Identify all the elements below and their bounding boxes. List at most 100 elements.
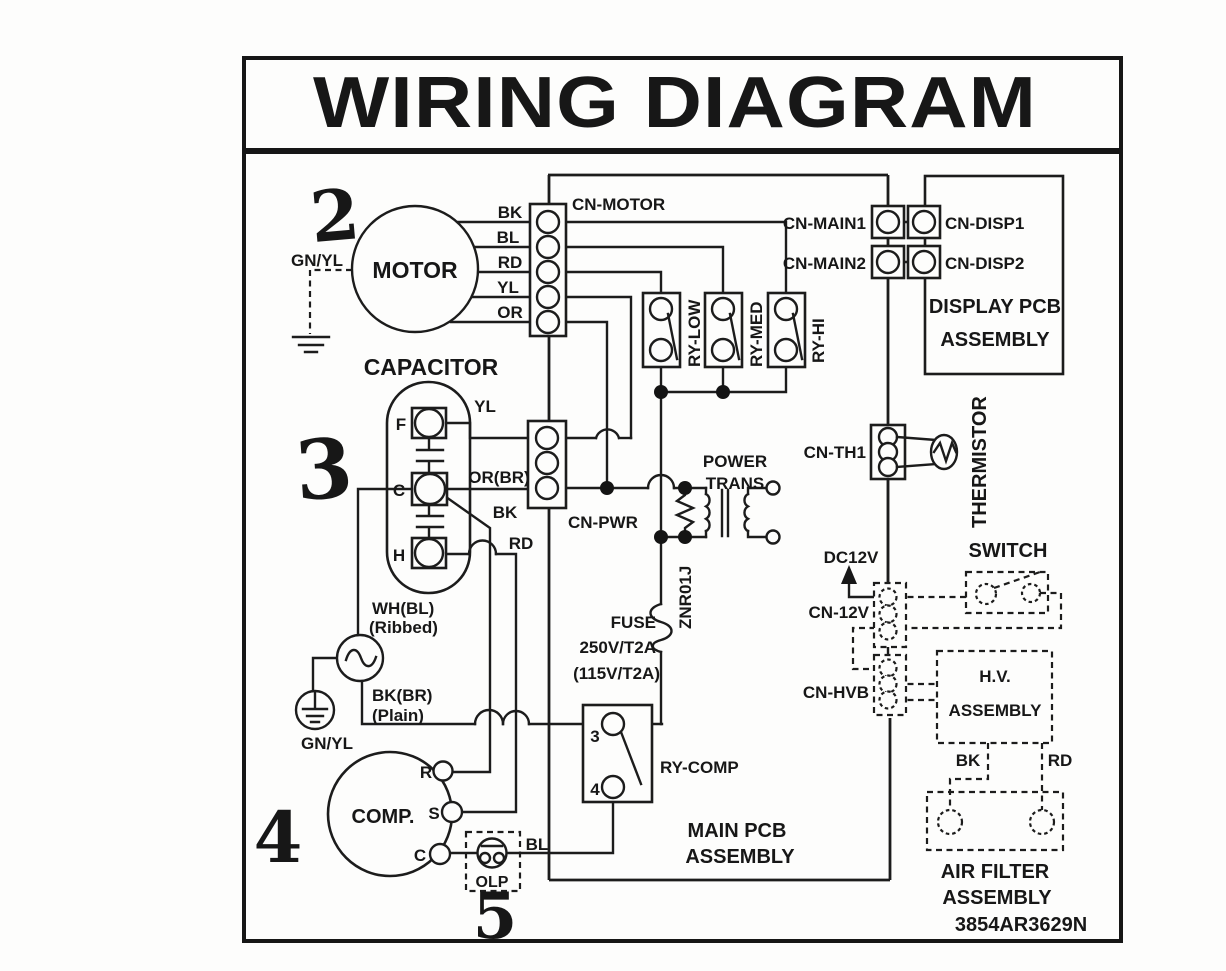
label-wire-rd: RD [498,253,523,272]
label-part-number: 3854AR3629N [955,914,1087,936]
label-cap-f: F [396,415,406,434]
switch-symbol [964,570,1050,615]
olp [464,830,522,893]
relay-ry-low [641,291,682,369]
power-transformer [703,480,781,545]
motor [291,204,480,354]
label-ry-comp: RY-COMP [660,758,739,777]
power-cord [294,633,385,731]
cn-main2-connector [870,244,906,280]
wires-dashed [308,268,1063,810]
label-cn-disp2: CN-DISP2 [945,254,1024,273]
label-trans: TRANS [706,474,765,493]
fuse-symbol [649,602,673,654]
motor-ground-icon [291,335,331,354]
label-cn-12v: CN-12V [809,603,870,622]
dc12v-arrow-icon [841,565,857,584]
label-olp: OLP [476,874,509,891]
motor-circle [350,204,480,334]
label-comp: COMP. [352,806,415,828]
label-rycomp-3: 3 [590,727,599,746]
page-title: WIRING DIAGRAM [313,63,1037,143]
label-power: POWER [703,452,767,471]
cn-hvb-connector [872,653,908,717]
cn-12v-connector [872,581,908,649]
label-capacitor: CAPACITOR [364,354,499,380]
label-switch: SWITCH [969,540,1048,562]
outer-frame [242,56,1123,943]
label-plain: (Plain) [372,706,424,725]
label-motor: MOTOR [372,257,458,283]
label-air-filter-2: ASSEMBLY [942,887,1052,909]
label-wire-bk2: BK [493,503,518,522]
label-hv-1: H.V. [979,667,1011,686]
label-wire-bl2: BL [526,835,549,854]
label-cn-disp1: CN-DISP1 [945,214,1024,233]
label-wire-yl: YL [497,278,519,297]
cn-main1-connector [870,204,906,240]
label-znr: ZNR01J [676,566,695,629]
label-ribbed: (Ribbed) [369,618,438,637]
handwritten-2: 2 [307,172,363,259]
label-cn-motor: CN-MOTOR [572,195,665,214]
label-rycomp-4: 4 [590,780,600,799]
label-cn-th1: CN-TH1 [804,443,866,462]
label-air-filter-1: AIR FILTER [941,861,1050,883]
label-wire-bk3: BK [956,751,981,770]
label-cn-pwr: CN-PWR [568,513,638,532]
label-fuse-rating2: (115V/T2A) [573,664,660,683]
label-whbl: WH(BL) [372,599,434,618]
label-comp-r: R [420,763,432,782]
label-comp-c: C [414,846,426,865]
label-wire-or: OR [497,303,523,322]
varistor-znr [674,486,696,539]
label-ry-med: RY-MED [747,302,766,368]
compressor-terminal-r [432,760,454,782]
label-gnyl-motor: GN/YL [291,251,343,270]
relay-ry-hi [766,291,807,369]
label-fuse-rating: 250V/T2A [579,638,656,657]
label-display-pcb-2: ASSEMBLY [940,329,1050,351]
label-comp-s: S [428,804,439,823]
label-hv-2: ASSEMBLY [949,701,1043,720]
junction-dots [600,385,730,544]
cn-disp1-connector [906,204,942,240]
label-display-pcb-1: DISPLAY PCB [929,296,1061,318]
label-wire-rd2: RD [509,534,534,553]
label-fuse: FUSE [611,613,656,632]
relay-ry-comp [581,703,654,804]
label-cap-h: H [393,546,405,565]
label-wire-yl2: YL [474,397,496,416]
label-cn-main2: CN-MAIN2 [783,254,866,273]
label-cn-main1: CN-MAIN1 [783,214,866,233]
label-wire-bl: BL [497,228,520,247]
compressor-terminal-s [440,800,464,824]
handwritten-5: 5 [473,879,518,954]
cn-disp2-connector [906,244,942,280]
cn-pwr-connector [526,419,568,510]
label-ry-hi: RY-HI [809,318,828,363]
compressor [326,750,464,878]
label-wire-bk: BK [498,203,523,222]
label-cn-hvb: CN-HVB [803,683,869,702]
label-ry-low: RY-LOW [685,299,704,367]
label-gnyl-cord: GN/YL [301,734,353,753]
label-cap-c: C [393,481,405,500]
capacitor [385,380,472,595]
thermistor-symbol [895,433,959,471]
label-main-pcb-1: MAIN PCB [688,820,787,842]
cn-motor-connector [528,202,568,338]
hv-assembly-box [935,649,1054,745]
compressor-terminal-c [428,842,452,866]
label-dc12v: DC12V [824,548,879,567]
label-bkbr: BK(BR) [372,686,432,705]
label-wire-rd3: RD [1048,751,1073,770]
cn-th1-connector [869,423,907,481]
handwritten-3: 3 [292,420,356,520]
handwritten-4: 4 [254,796,303,879]
label-wire-orbr: OR(BR) [468,468,529,487]
air-filter-box [925,790,1065,852]
label-main-pcb-2: ASSEMBLY [685,846,795,868]
